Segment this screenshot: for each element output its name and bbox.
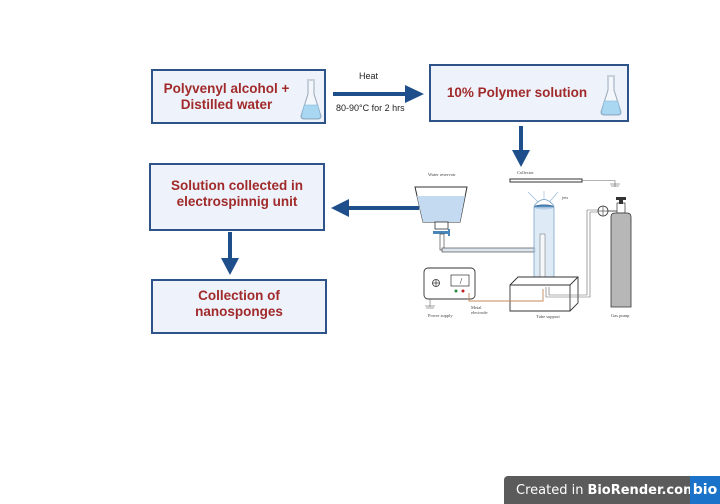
collector-plate [509,178,583,183]
step-text-line2: nanosponges [195,303,283,319]
label-collector: Collector [517,170,534,175]
step-text-line1: 10% Polymer solution [446,85,588,100]
badge-brand: BioRender.com [587,482,697,498]
heat-label: Heat [359,71,379,81]
label-water-reservoir: Water reservoir [428,172,456,177]
biorender-logo-icon: bio [690,476,720,504]
label-metal-electrode-1: Metal [471,305,482,310]
badge-created-in: Created in [516,482,584,498]
label-power-supply: Power supply [428,313,453,318]
arrow-down-to-apparatus [512,126,530,167]
arrow-left-to-collection-unit [331,199,419,217]
step-text-line1: Polyvenyl alcohol + [163,80,290,96]
arrow-right-heat [333,85,424,103]
step-box-collection-nanosponges: Collection of nanosponges [151,279,327,334]
electrospinning-apparatus-illustration [414,178,632,312]
step-box-pva-water: Polyvenyl alcohol + Distilled water [151,69,326,124]
label-gas-pump: Gas pump [611,313,630,318]
biorender-badge[interactable]: Created in BioRender.com bio [504,476,720,504]
flask-icon [600,75,622,116]
arrow-down-to-nanosponges [221,232,239,275]
step-text-line2: Distilled water [180,96,273,112]
flask-icon [300,79,322,120]
label-metal-electrode-2: electrode [471,310,488,315]
step-text-line1: Collection of [198,287,280,303]
step-text-line2: electrospinnig unit [176,194,298,209]
step-box-solution-collected: Solution collected in electrospinnig uni… [149,163,325,231]
label-tube-support: Tube support [536,314,560,319]
label-jets: jets [562,195,569,200]
step-box-polymer-solution: 10% Polymer solution [429,64,629,122]
heat-condition-label: 80-90°C for 2 hrs [336,103,405,113]
gas-pump [610,212,632,308]
step-text-line1: Solution collected in [170,178,303,193]
tube-support [509,276,579,312]
